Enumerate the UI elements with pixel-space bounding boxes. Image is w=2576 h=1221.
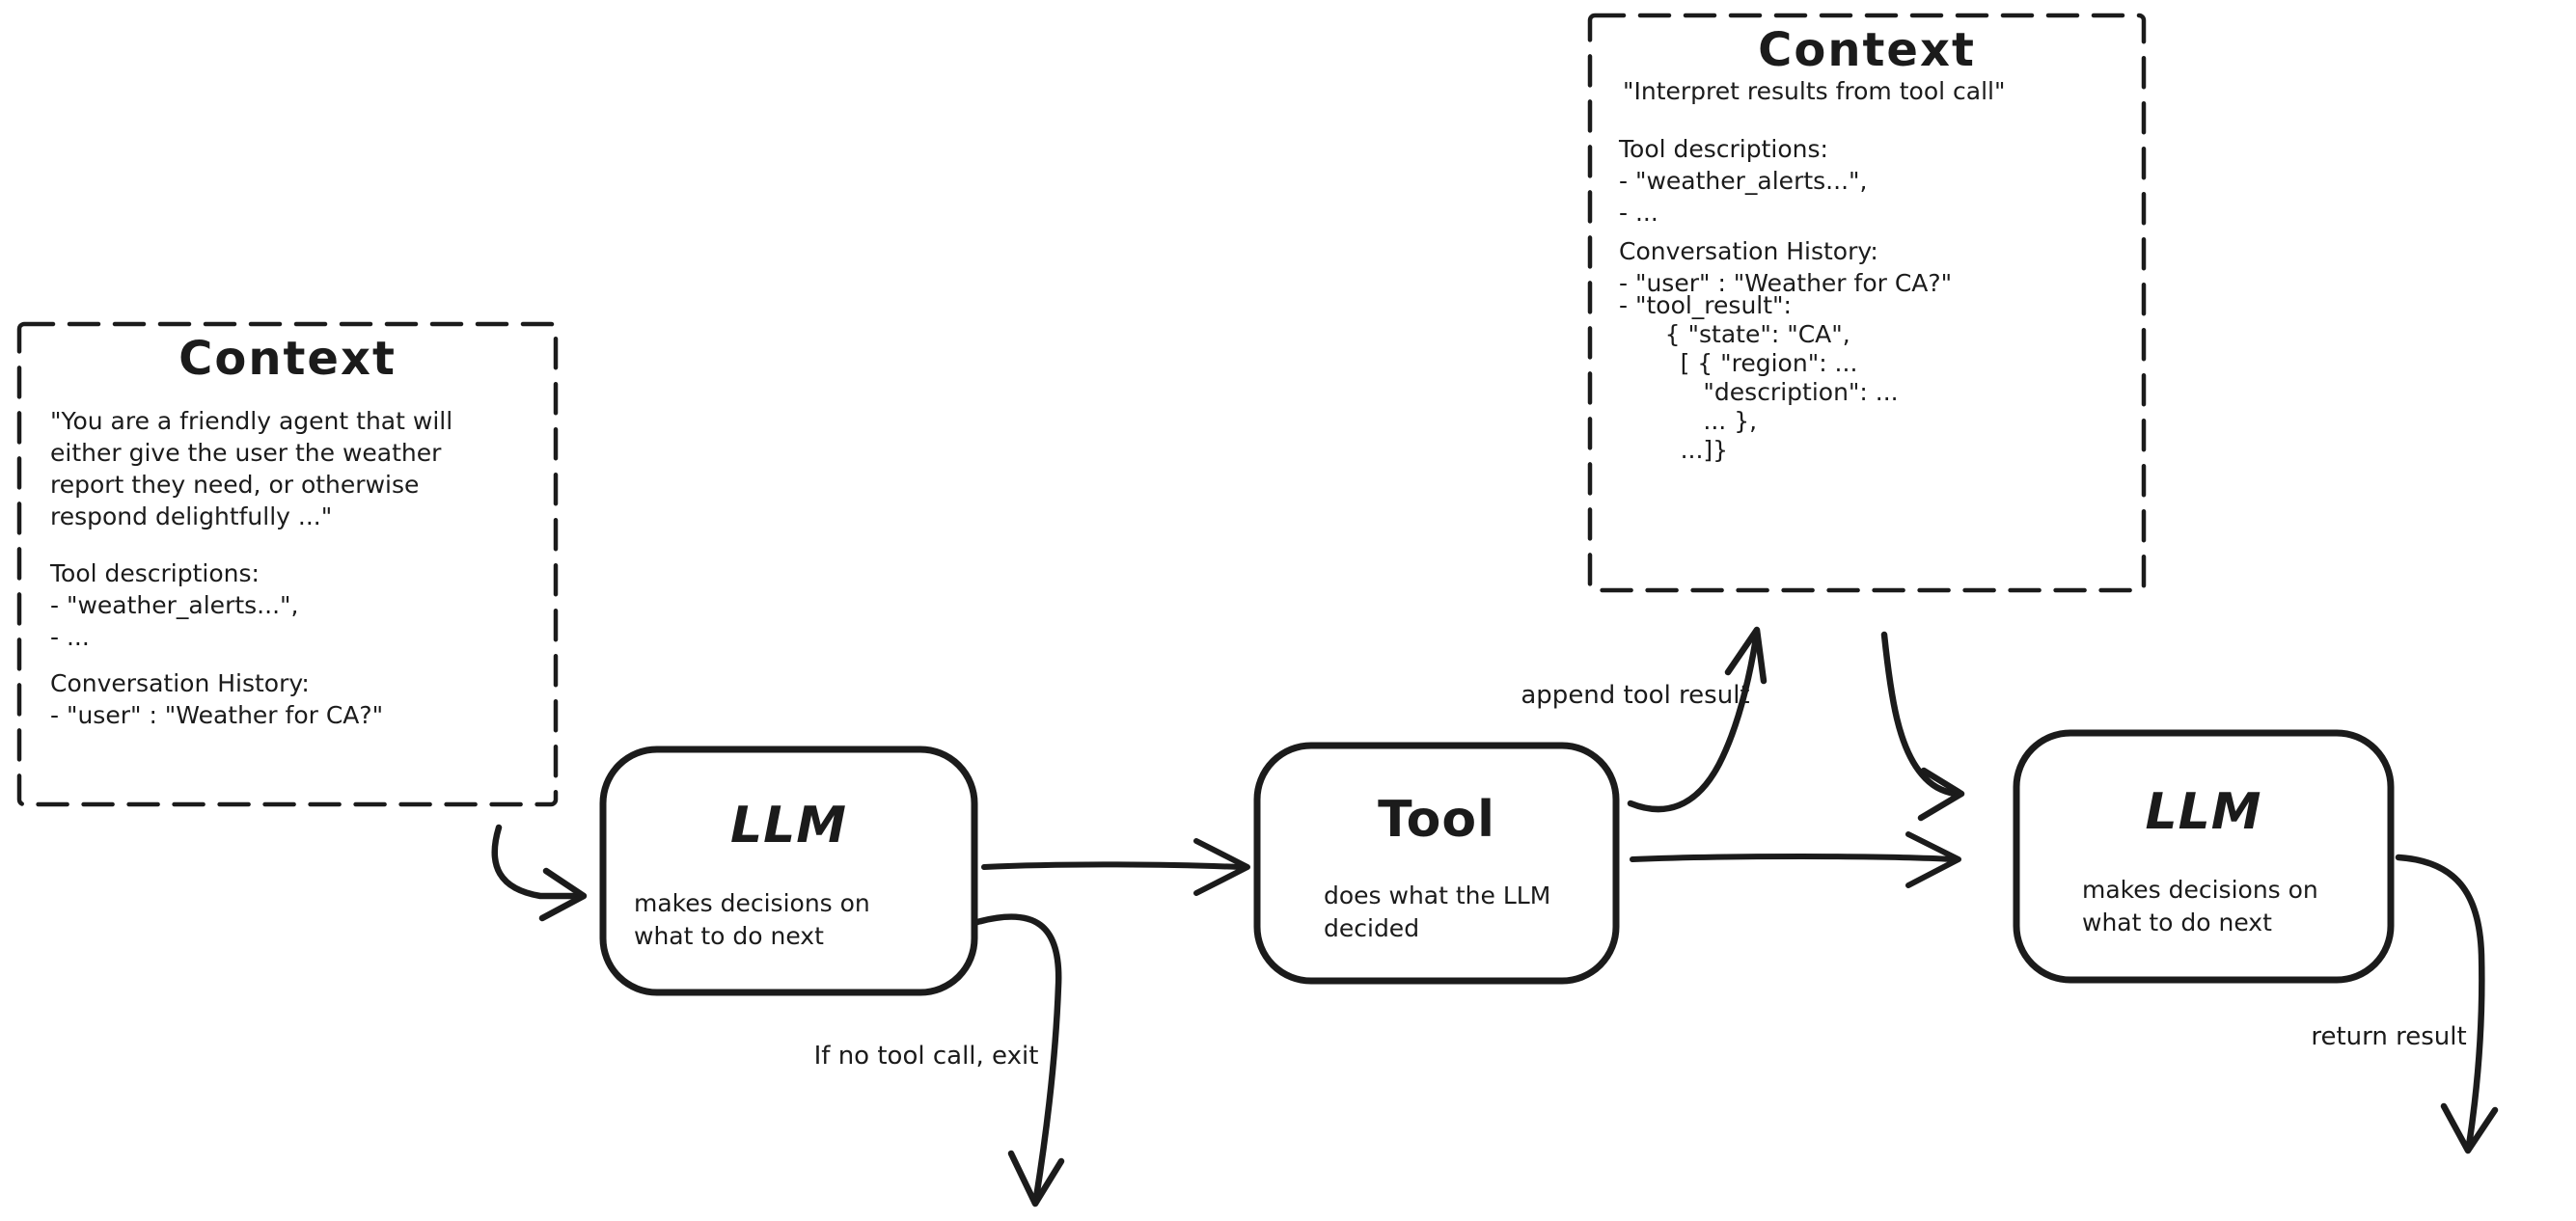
context1-conversation-history: Conversation History: - "user" : "Weathe… xyxy=(50,669,384,729)
tool-box-outline xyxy=(1253,742,1620,985)
arrow-tool-to-llm2 xyxy=(1630,831,1961,888)
arrow-context2-to-llm2 xyxy=(1880,631,1965,822)
if-no-tool-call-label: If no tool call, exit xyxy=(813,1042,1039,1071)
tool-node-subtitle: does what the LLM decided xyxy=(1324,882,1551,942)
context1-box-outline xyxy=(16,321,559,807)
llm2-box-outline xyxy=(2013,729,2395,984)
arrow-context1-to-llm1 xyxy=(491,824,588,922)
arrow-llm1-to-tool xyxy=(981,838,1250,896)
context2-box-outline xyxy=(1587,13,2147,593)
arrow-llm2-return xyxy=(2395,854,2499,1154)
context1-tool-descriptions: Tool descriptions: - "weather_alerts..."… xyxy=(50,559,299,651)
arrow-llm1-exit xyxy=(973,913,1065,1207)
llm2-node-subtitle: makes decisions on what to do next xyxy=(2082,876,2318,936)
context2-tool-descriptions: Tool descriptions: - "weather_alerts..."… xyxy=(1619,135,1868,227)
context2-title: Context xyxy=(1758,23,1976,77)
context2-conversation-history: Conversation History: - "user" : "Weathe… xyxy=(1619,237,1953,297)
tool-node-title: Tool xyxy=(1378,791,1495,849)
llm1-box-outline xyxy=(599,746,978,996)
return-result-label: return result xyxy=(2311,1022,2467,1051)
context2-instruction: "Interpret results from tool call" xyxy=(1623,77,2006,105)
context2-tool-result: - "tool_result": { "state": "CA", [ { "r… xyxy=(1619,291,1899,464)
llm1-node-subtitle: makes decisions on what to do next xyxy=(634,889,870,950)
context1-title: Context xyxy=(178,332,397,386)
arrow-tool-to-context2 xyxy=(1627,626,1768,813)
llm1-node-title: LLM xyxy=(729,797,847,855)
append-tool-result-label: append tool result xyxy=(1521,681,1750,710)
llm2-node-title: LLM xyxy=(2145,783,2262,841)
context1-system-prompt: "You are a friendly agent that will eith… xyxy=(50,407,453,530)
